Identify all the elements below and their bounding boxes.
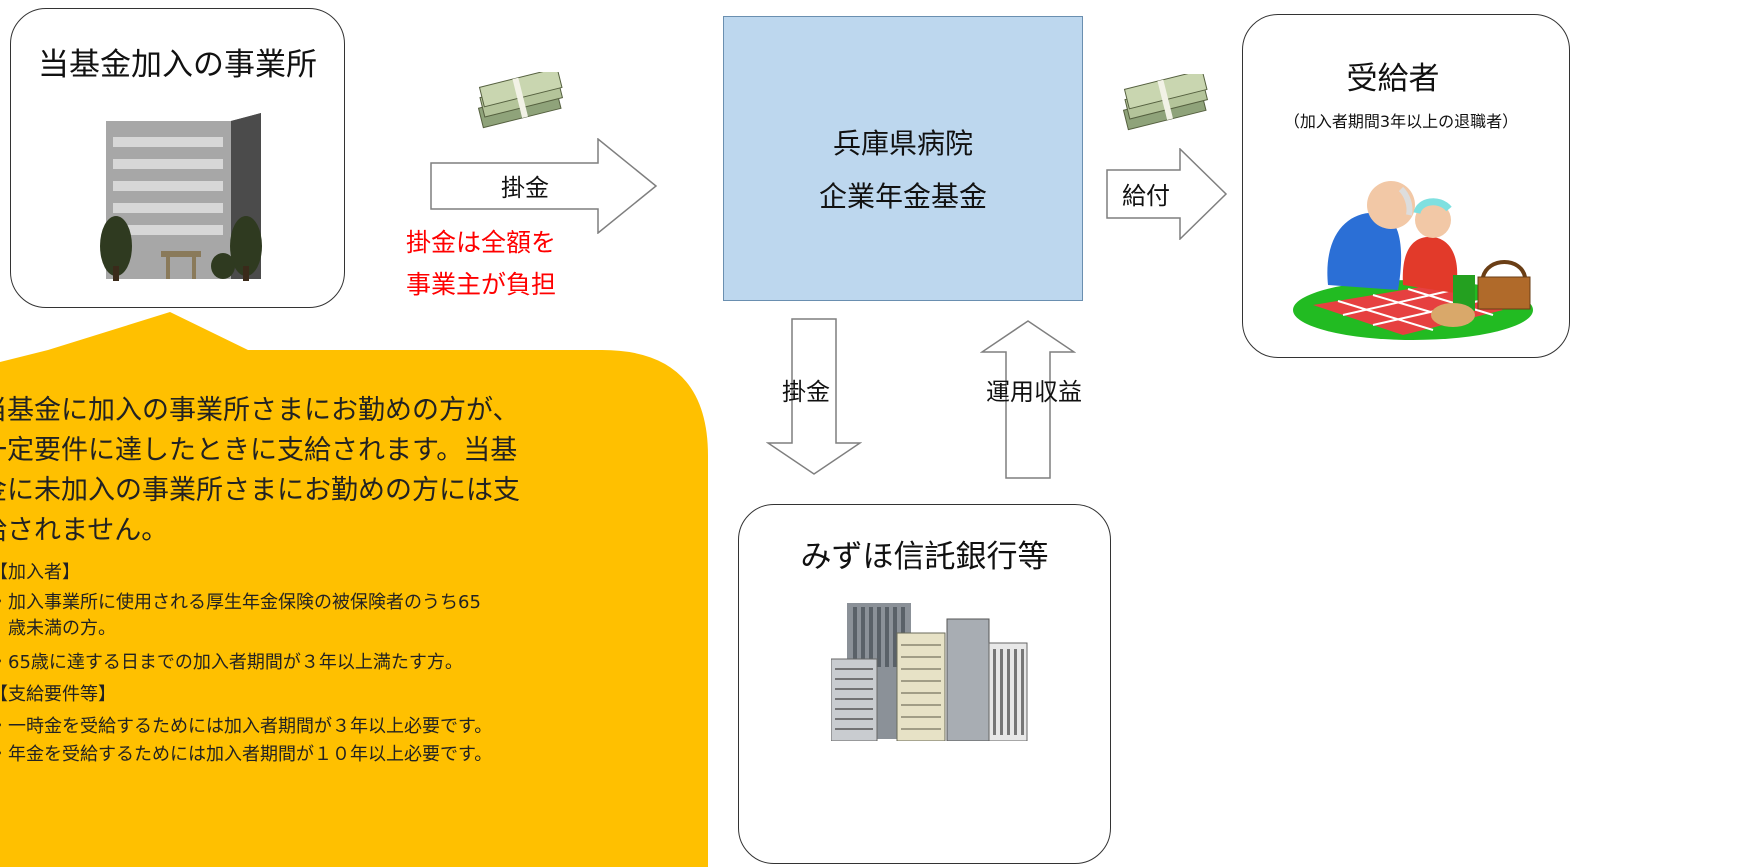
payment-requirement-2: ・年金を受給するためには加入者期間が１０年以上必要です。	[0, 744, 493, 765]
picnic-couple-icon	[1293, 181, 1533, 340]
fund-box: 兵庫県病院 企業年金基金	[723, 16, 1083, 301]
money-bundle-icon	[1122, 74, 1209, 131]
callout-main-text-2: 一定要件に達したときに支給されます。当基	[0, 435, 518, 466]
office-building-icon	[100, 113, 262, 281]
investment-return-arrow	[980, 320, 1076, 479]
callout-main-text-1: 当基金に加入の事業所さまにお勤めの方が、	[0, 395, 520, 426]
payment-requirement-1: ・一時金を受給するためには加入者期間が３年以上必要です。	[0, 716, 493, 737]
member-requirement-1-cont: 歳未満の方。	[0, 618, 116, 639]
contribution-down-arrow	[766, 318, 862, 475]
recipient-title: 受給者	[1346, 61, 1440, 97]
member-requirement-2: ・65歳に達する日までの加入者期間が３年以上満たす方。	[0, 652, 463, 673]
employer-pays-note-2: 事業主が負担	[406, 270, 557, 299]
contribution-down-label: 掛金	[782, 378, 830, 406]
fund-name-line2: 企業年金基金	[818, 180, 987, 213]
trust-bank-title: みずほ信託銀行等	[800, 539, 1049, 575]
recipient-subtitle: （加入者期間3年以上の退職者）	[1283, 112, 1519, 131]
employer-pays-note-1: 掛金は全額を	[406, 228, 557, 257]
payout-label: 給付	[1122, 182, 1170, 210]
member-requirement-1: ・加入事業所に使用される厚生年金保険の被保険者のうち65	[0, 592, 481, 613]
contribution-arrow	[430, 138, 658, 234]
payout-arrow	[1106, 148, 1228, 240]
callout-main-text-3: 金に未加入の事業所さまにお勤めの方には支	[0, 475, 520, 506]
payment-heading: 【支給要件等】	[0, 684, 116, 705]
callout-main-text-4: 給されません。	[0, 515, 169, 546]
employer-title: 当基金加入の事業所	[38, 47, 317, 83]
trust-bank-box: みずほ信託銀行等	[738, 504, 1111, 864]
city-buildings-icon	[831, 603, 1028, 741]
fund-name-line1: 兵庫県病院	[832, 127, 973, 160]
member-heading: 【加入者】	[0, 562, 80, 583]
money-bundle-icon	[477, 72, 564, 129]
callout-bubble	[0, 312, 708, 867]
employer-box: 当基金加入の事業所	[10, 8, 345, 308]
recipient-box: 受給者 （加入者期間3年以上の退職者）	[1242, 14, 1570, 358]
contribution-label: 掛金	[501, 174, 549, 202]
investment-return-label: 運用収益	[986, 378, 1082, 406]
